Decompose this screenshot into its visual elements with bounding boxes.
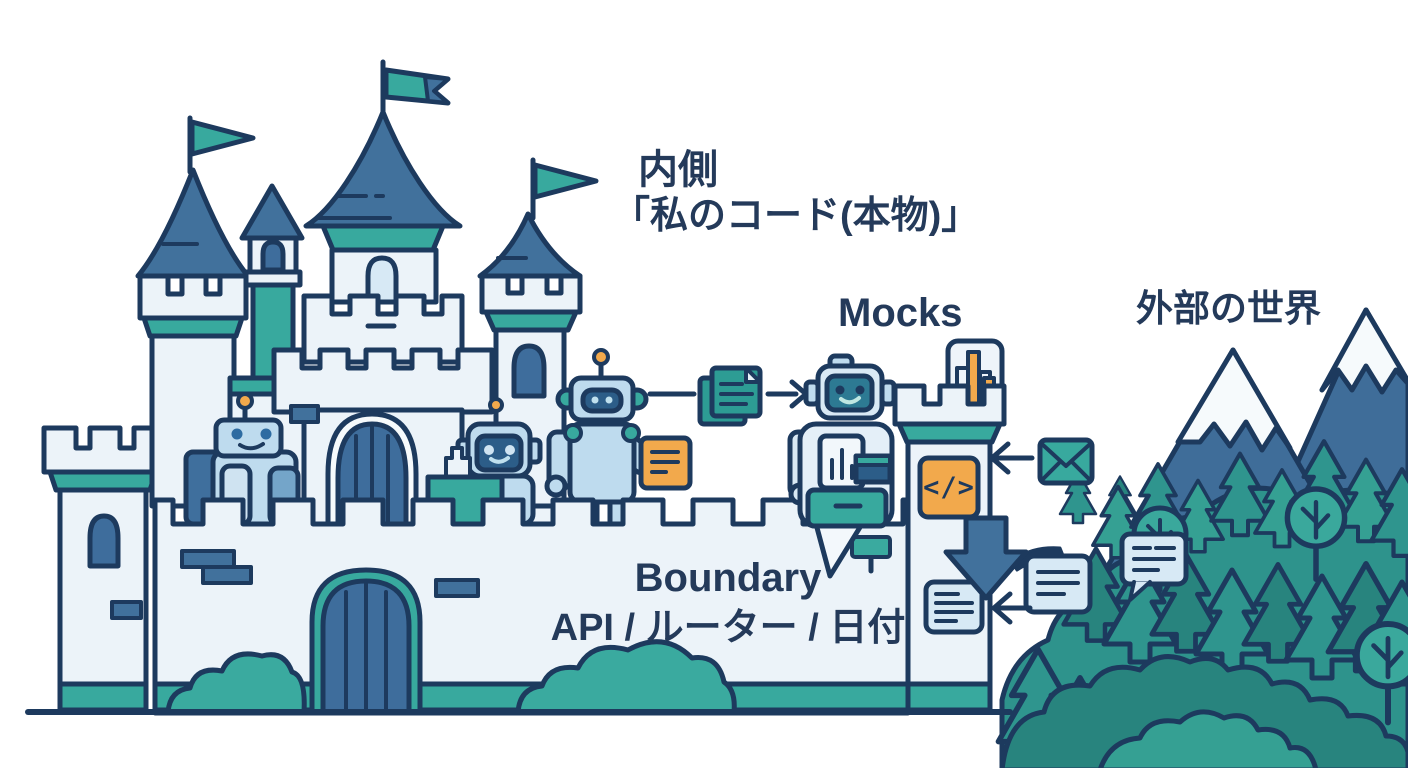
- inner-zone-label: 内側 「私のコード(本物)」: [612, 146, 979, 240]
- big-down-arrow-icon: [943, 515, 1029, 601]
- snow-cap: [1175, 347, 1293, 453]
- incoming-message-flow: [991, 531, 1189, 625]
- brick: [201, 565, 253, 585]
- flag-icon: [532, 162, 599, 200]
- envelope-icon: [1037, 437, 1095, 486]
- inner-zone-subtitle: 「私のコード(本物)」: [612, 195, 980, 237]
- code-glyph-label: </>: [923, 472, 975, 503]
- left-arrow-icon: [989, 441, 1035, 475]
- antenna: [236, 392, 254, 410]
- central-keep: [271, 59, 495, 535]
- window: [87, 513, 121, 569]
- mocks-label: Mocks: [838, 291, 963, 335]
- orange-note-icon: [638, 435, 693, 491]
- message-doc-icon: [923, 579, 985, 635]
- robot-head: [213, 417, 284, 459]
- handoff-flow: [647, 365, 809, 427]
- boundary-label: Boundary API / ルーター / 日付: [545, 552, 911, 653]
- forest-bushes: [1098, 709, 1319, 768]
- antenna: [592, 348, 610, 366]
- face-screen: [474, 433, 524, 473]
- window: [511, 343, 547, 399]
- face-screen: [824, 373, 875, 413]
- smile: [238, 442, 265, 451]
- bushes: [165, 639, 737, 715]
- wall-sign-blue: [289, 404, 320, 437]
- brick: [110, 600, 143, 620]
- gate-door: [309, 567, 423, 715]
- right-tower: [477, 157, 599, 509]
- window: [365, 255, 399, 305]
- wall-sign-teal: [850, 535, 892, 574]
- outer-zone-label: 外部の世界: [1136, 288, 1321, 329]
- brick: [434, 578, 480, 598]
- document-stack-icon: [697, 365, 763, 427]
- message-card-icon: [1023, 553, 1093, 615]
- smile: [839, 396, 861, 405]
- boundary-title: Boundary: [634, 556, 822, 600]
- flag-icon: [189, 119, 256, 157]
- right-arrow-icon: [765, 379, 809, 409]
- code-icon: [917, 455, 981, 520]
- snow-cap: [1319, 307, 1408, 395]
- incoming-envelope-flow: [989, 437, 1095, 486]
- antenna: [488, 397, 504, 413]
- visor: [580, 387, 624, 414]
- speech-card-icon: [1119, 531, 1189, 602]
- inner-zone-title: 内側: [638, 148, 718, 192]
- smile: [489, 456, 510, 464]
- mocks-robot: [787, 353, 897, 579]
- window: [260, 239, 286, 273]
- left-arrow-icon: [991, 591, 1033, 625]
- far-left-tower: [41, 425, 165, 715]
- brick: [180, 549, 236, 569]
- boundary-subtitle: API / ルーター / 日付: [550, 607, 906, 649]
